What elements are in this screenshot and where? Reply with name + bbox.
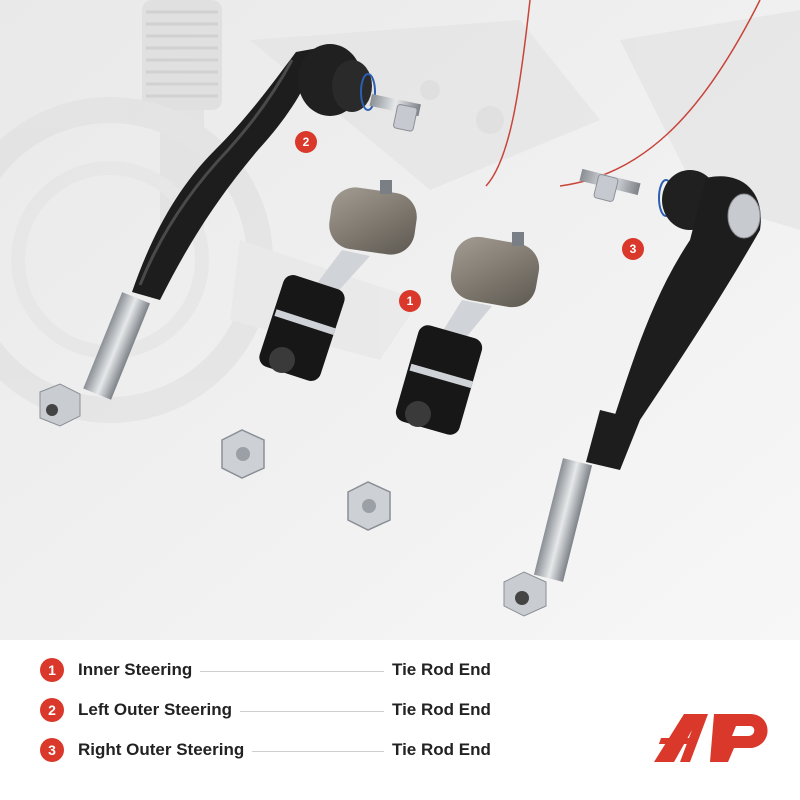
left-outer-tie-rod (39, 44, 421, 427)
legend-part-type: Tie Rod End (392, 740, 491, 759)
legend-part-name: Right Outer Steering (78, 740, 245, 759)
legend-row: 2 Left Outer Steering Tie Rod End (36, 690, 496, 730)
inner-tie-rod-right (395, 232, 540, 435)
callout-right-outer: 3 (622, 238, 644, 260)
parts-legend: 1 Inner Steering Tie Rod End 2 Left Oute… (36, 650, 496, 770)
legend-row: 3 Right Outer Steering Tie Rod End (36, 730, 496, 770)
legend-number: 1 (40, 658, 64, 682)
inner-tie-rod-left (259, 180, 417, 381)
callout-left-outer: 2 (295, 131, 317, 153)
legend-number: 2 (40, 698, 64, 722)
brand-logo-icon (654, 714, 768, 762)
product-photo (0, 0, 800, 640)
legend-leader-line (200, 670, 384, 672)
legend-leader-line (239, 710, 384, 712)
legend-part-type: Tie Rod End (392, 660, 491, 679)
hex-nut-right (347, 481, 391, 531)
legend-row: 1 Inner Steering Tie Rod End (36, 650, 496, 690)
legend-part-name: Left Outer Steering (78, 700, 232, 719)
callout-inner: 1 (399, 290, 421, 312)
hex-nut-left (221, 429, 265, 479)
right-outer-tie-rod (503, 168, 761, 617)
legend-part-name: Inner Steering (78, 660, 193, 679)
legend-leader-line (252, 750, 384, 752)
legend-number: 3 (40, 738, 64, 762)
legend-part-type: Tie Rod End (392, 700, 491, 719)
